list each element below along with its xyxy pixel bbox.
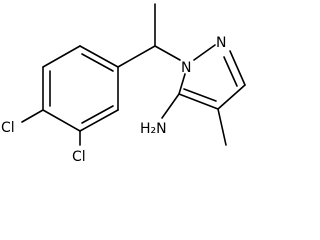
- bond-ring-to-ch: [117, 45, 156, 68]
- bond-ring-top-right-inner: [81, 53, 114, 72]
- bond-cl-top: [21, 109, 44, 123]
- bond-n2-c3: [229, 50, 246, 86]
- bond-c4-c5: [178, 93, 219, 110]
- bond-ch-to-n1: [154, 45, 181, 61]
- nitrogen-label-n1: N: [181, 60, 191, 76]
- bond-n2-c3-inner: [223, 56, 238, 87]
- nitrogen-label-n2: N: [216, 35, 226, 51]
- bond-c4-methyl: [217, 108, 227, 146]
- benzene-ring: [42, 45, 119, 132]
- molecule-structure: Cl Cl N N H₂N: [1, 3, 246, 165]
- bond-ring-bottom-right-inner: [81, 105, 114, 124]
- bond-n1-n2: [193, 44, 216, 61]
- chlorine-label-bottom: Cl: [72, 149, 86, 165]
- bond-c5-amine: [161, 93, 180, 119]
- chlorine-label-top: Cl: [1, 120, 15, 136]
- bond-ring-top-left: [42, 45, 81, 68]
- bond-c5-n1: [178, 73, 186, 95]
- bond-ring-bottom-left: [42, 109, 81, 132]
- amine-label: H₂N: [140, 121, 167, 137]
- bond-c4-c5-inner: [183, 88, 217, 102]
- bond-c3-c4: [217, 84, 246, 110]
- bond-ring-bottom-right: [79, 109, 119, 132]
- bond-ring-top-right: [79, 45, 119, 68]
- pyrazole-ring: [178, 44, 246, 110]
